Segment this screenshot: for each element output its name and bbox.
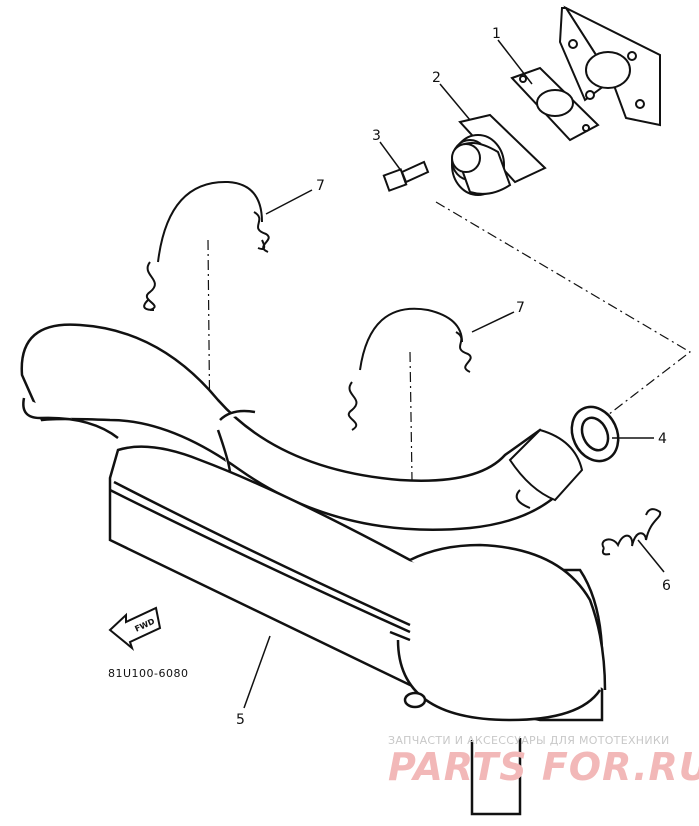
watermark-tagline: ЗАПЧАСТИ И АКСЕССУАРЫ ДЛЯ МОТОТЕХНИКИ <box>388 734 670 747</box>
exhaust-joint-part-2 <box>451 113 547 196</box>
muffler-part-5 <box>108 445 607 816</box>
callout-3: 3 <box>372 128 381 144</box>
part-code: 81U100-6080 <box>108 667 189 680</box>
ring-seal-part-4 <box>570 405 620 463</box>
exhaust-gasket-part-1 <box>510 66 600 142</box>
alignment-lines <box>207 201 692 481</box>
leader-lines <box>243 39 665 709</box>
callout-7-upper: 7 <box>316 178 325 194</box>
spring-upper-part-7 <box>143 180 270 311</box>
callout-5: 5 <box>236 712 245 728</box>
cylinder-flange-block <box>558 5 661 127</box>
bolt-part-3 <box>382 160 430 192</box>
callout-2: 2 <box>432 70 441 86</box>
callout-1: 1 <box>492 26 501 42</box>
pipe-joint-end <box>508 428 584 509</box>
forward-direction-arrow: FWD <box>108 606 162 651</box>
watermark-logo: PARTS FOR.RU <box>388 745 699 789</box>
exhaust-pipe <box>20 323 580 531</box>
callout-6: 6 <box>662 578 671 594</box>
callout-7-middle: 7 <box>516 300 525 316</box>
spring-middle-part-7 <box>347 307 472 431</box>
callout-4: 4 <box>658 431 667 447</box>
spring-part-6 <box>601 508 662 556</box>
